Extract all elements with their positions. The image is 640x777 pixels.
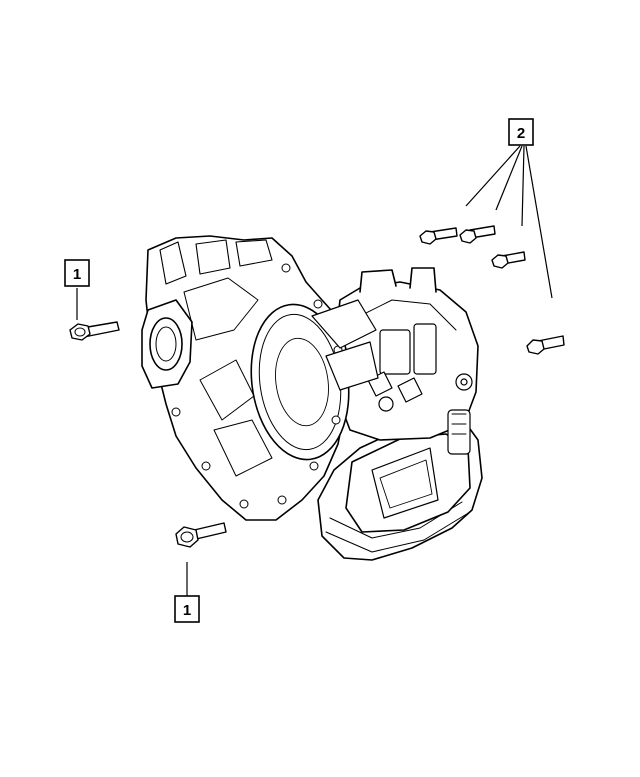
callout-label: 1: [183, 602, 191, 619]
solenoid-cluster: [367, 323, 473, 455]
bolt-item-2-b: [459, 225, 496, 244]
callout-1-lower: 1: [174, 595, 200, 623]
callout-2: 2: [508, 118, 534, 146]
bolt-item-2-a: [419, 227, 458, 245]
bolt-item-2-d: [526, 335, 565, 355]
bolt-item-1-lower: [175, 522, 227, 548]
leader-lines: [76, 145, 553, 596]
callout-label: 2: [517, 125, 525, 142]
transmission-assembly: [141, 235, 483, 561]
callout-label: 1: [73, 266, 81, 283]
callout-1-upper: 1: [64, 259, 90, 287]
bolt-item-2-c: [491, 251, 526, 269]
bolt-item-1-upper: [69, 321, 120, 341]
bolts: [69, 225, 565, 548]
